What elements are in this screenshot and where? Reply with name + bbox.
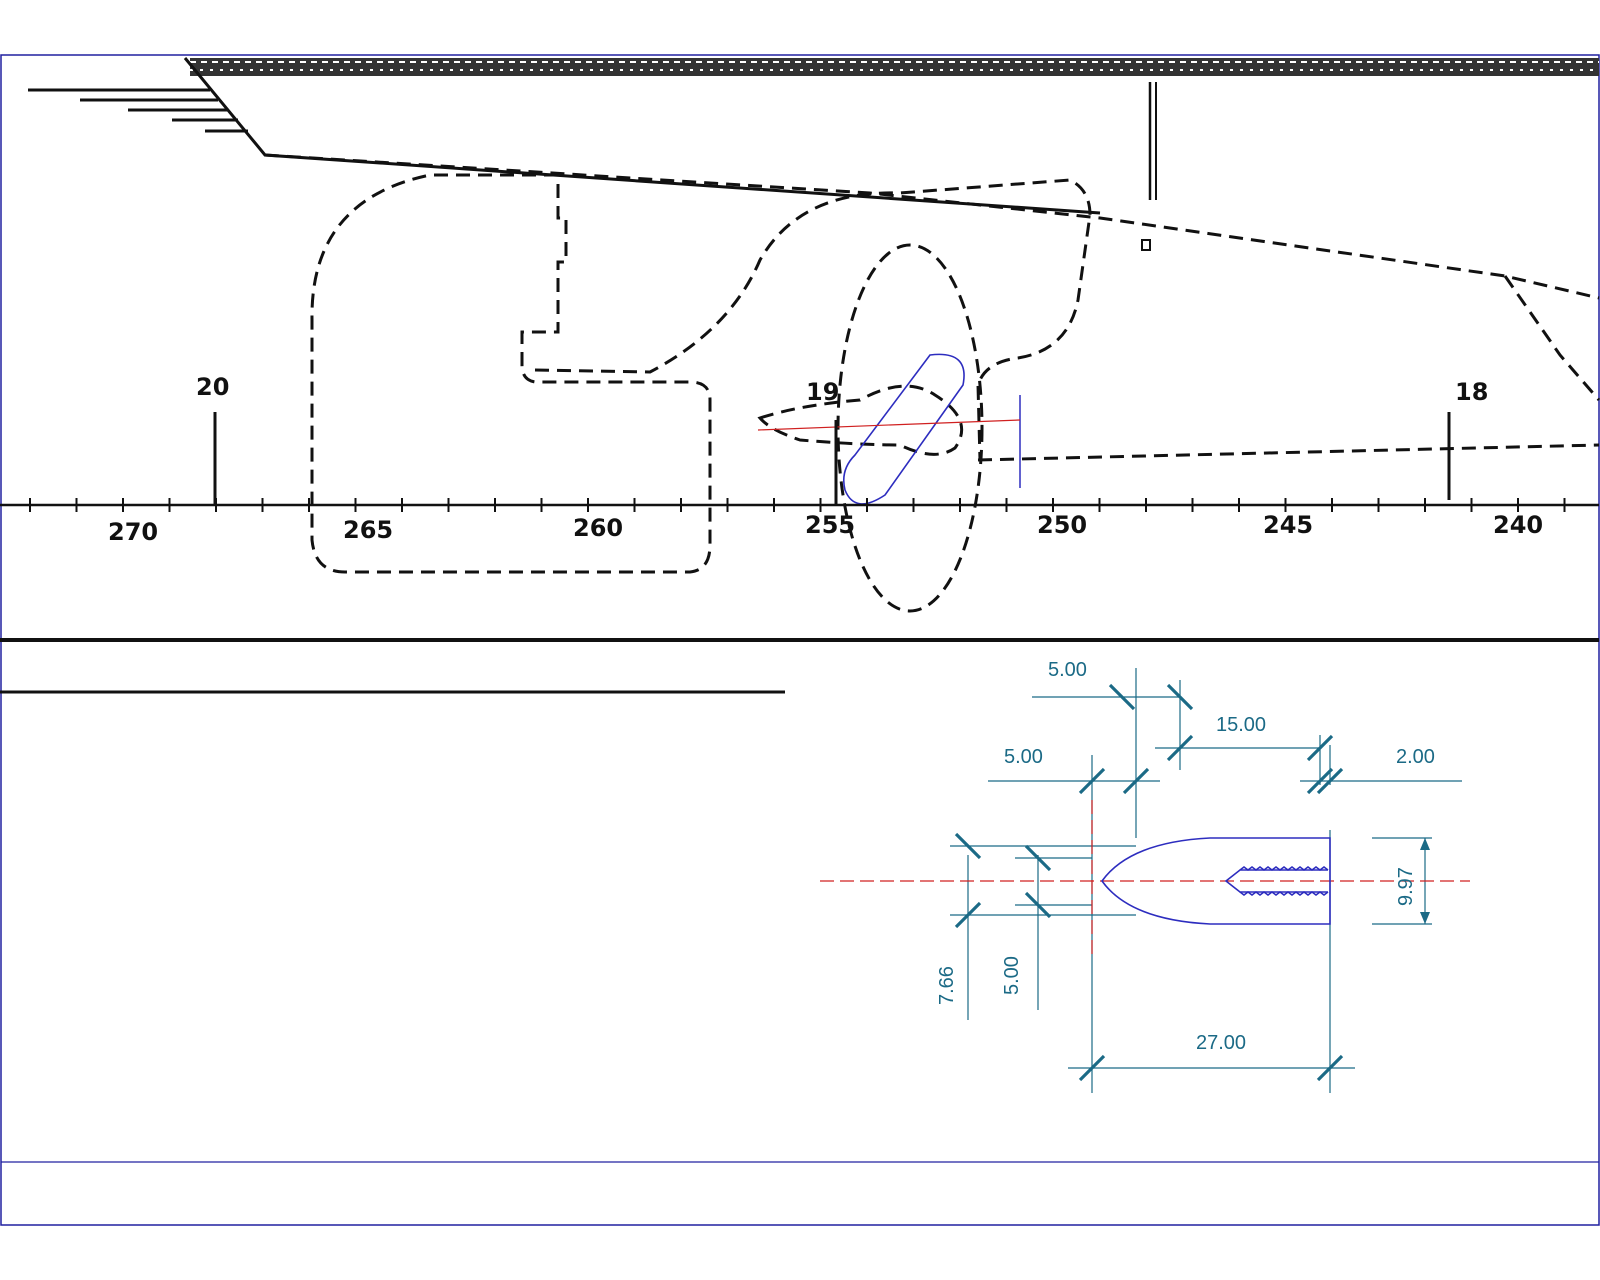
spinner-profile [1101,837,1331,925]
dimension-label: 9.97 [1395,867,1417,906]
station-ruler: 270 265 260 255 250 245 240 [0,498,1599,546]
skeg-dashed-outline [310,173,712,574]
frame-label: 20 [196,373,229,401]
frame-label: 18 [1455,378,1488,406]
hull-dashed-outline [264,82,1600,462]
dimension-label: 15.00 [1216,714,1266,736]
dimension-label: 5.00 [1048,659,1087,681]
hull-top-band [190,58,1599,76]
frame-markers: 20 19 18 [196,373,1488,505]
ruler-label: 250 [1037,511,1087,539]
skeg-curve [534,178,1092,461]
ruler-label: 270 [108,518,158,546]
propeller-blade-dashed [757,384,964,456]
detail-drawing: 5.00 15.00 5.00 2.00 27.00 9.97 7.66 5.0… [820,659,1470,1093]
dimension-label: 2.00 [1396,746,1435,768]
dimension-label: 5.00 [1004,746,1043,768]
stern-hatching [28,57,1101,215]
thread-profile [1224,869,1328,893]
dimension-label: 5.00 [1001,956,1023,995]
propeller-disc-outline [836,243,984,613]
dimension-label: 7.66 [936,966,958,1005]
propeller-blade-overlay [842,353,965,505]
frame-label: 19 [806,378,839,406]
dimension-label: 27.00 [1196,1032,1246,1054]
ruler-label: 265 [343,516,393,544]
ruler-label: 255 [805,511,855,539]
shaft-axis-line [757,419,1021,431]
ruler-label: 240 [1493,511,1543,539]
ruler-label: 260 [573,514,623,542]
ruler-label: 245 [1263,511,1313,539]
